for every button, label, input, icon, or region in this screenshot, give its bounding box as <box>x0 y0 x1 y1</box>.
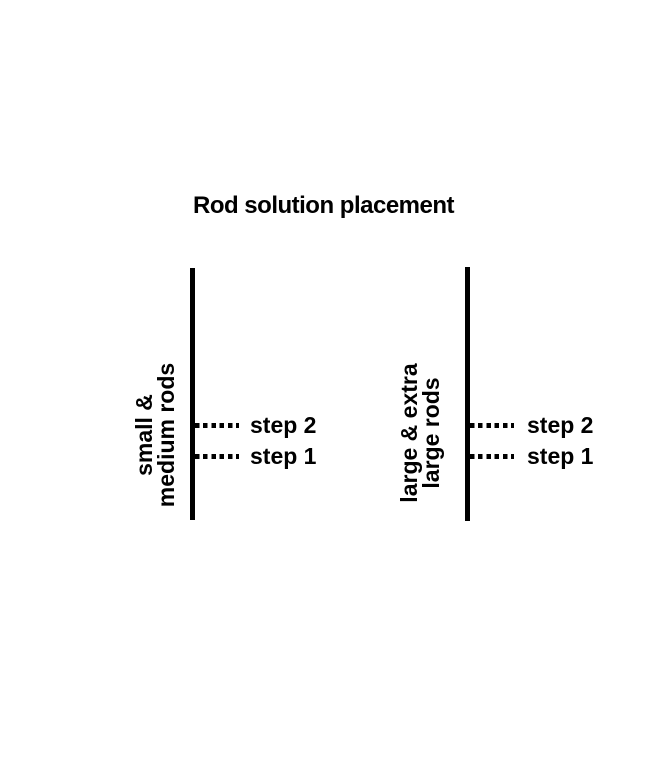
rod-label-line: large rods <box>418 377 444 489</box>
step2-label-small-medium: step 2 <box>250 412 317 438</box>
step2-label-large-extra: step 2 <box>527 412 594 438</box>
rod-label-large-extra: large & extra large rods <box>396 333 444 533</box>
rod-line-large-extra <box>465 267 470 521</box>
rod-line-small-medium <box>190 268 195 520</box>
step1-marker-line-small-medium <box>195 454 239 459</box>
rod-label-small-medium: small & medium rods <box>131 335 179 535</box>
step1-marker-line-large-extra <box>470 454 514 459</box>
step2-marker-line-small-medium <box>195 423 239 428</box>
rod-label-line: medium rods <box>153 362 179 508</box>
diagram-title: Rod solution placement <box>192 192 455 219</box>
step2-marker-line-large-extra <box>470 423 514 428</box>
step1-label-small-medium: step 1 <box>250 443 317 469</box>
step1-label-large-extra: step 1 <box>527 443 594 469</box>
